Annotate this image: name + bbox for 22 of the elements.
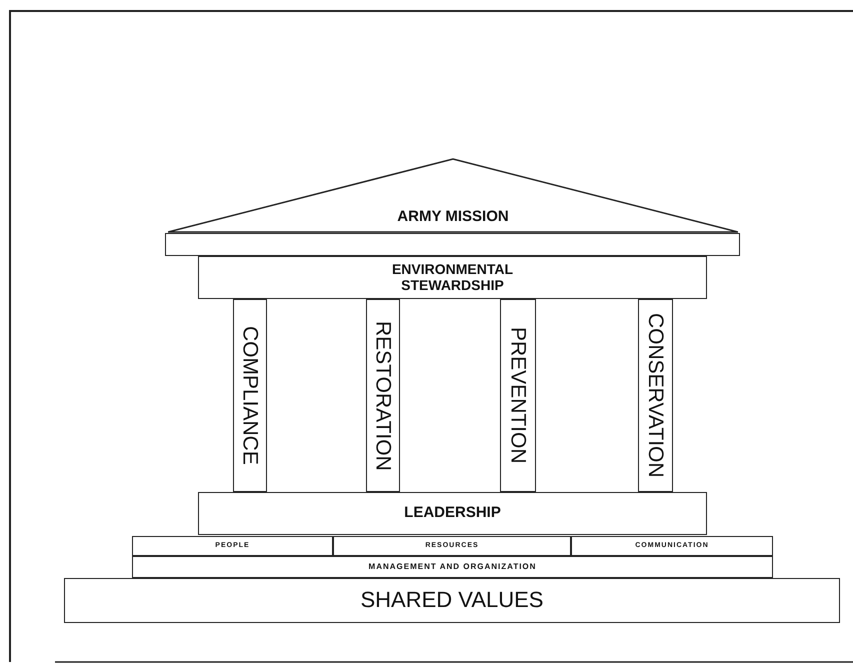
label-text: SHARED VALUES [360, 588, 544, 613]
label-text: ARMY MISSION [397, 208, 509, 225]
label-text: CONSERVATION [645, 313, 666, 478]
beam-bar [132, 536, 333, 556]
label-text: LEADERSHIP [404, 505, 501, 522]
label-text: COMPLIANCE [240, 326, 260, 465]
beam-bar [333, 536, 571, 556]
label-text: PREVENTION [508, 327, 528, 464]
pillar [366, 299, 400, 492]
beam-bar [571, 536, 773, 556]
label-text: MANAGEMENT AND ORGANIZATION [368, 562, 536, 572]
beam-bar [198, 256, 707, 299]
beam-bar [198, 492, 707, 535]
pillar [233, 299, 267, 492]
pillar [638, 299, 673, 492]
label-text: RESTORATION [372, 320, 394, 470]
label-text: ENVIRONMENTAL STEWARDSHIP [390, 262, 514, 293]
pediment-triangle [168, 158, 738, 233]
beam-bar [64, 578, 840, 623]
pillar [500, 299, 536, 492]
beam-bar [132, 556, 773, 578]
beam-bar [165, 233, 740, 256]
